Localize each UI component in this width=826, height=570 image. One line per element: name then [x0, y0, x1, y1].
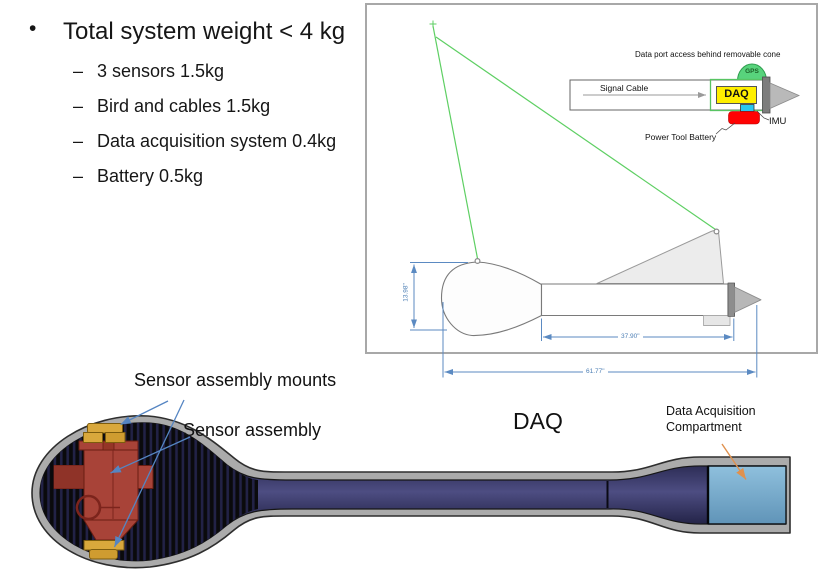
- daq-compartment: [707, 465, 787, 525]
- callout-arrow-assembly: [110, 436, 191, 474]
- imu-label: IMU: [769, 116, 787, 127]
- power-tool-battery-label: Power Tool Battery: [645, 132, 717, 142]
- callout-arrows: [110, 399, 747, 548]
- bullet-title: Total system weight < 4 kg: [24, 13, 345, 48]
- nose-cavity-ribs: [40, 422, 258, 561]
- signal-cable-label: Signal Cable: [600, 83, 649, 93]
- data-acquisition-compartment-label: Data Acquisition Compartment: [666, 404, 756, 435]
- battery-box: [728, 111, 760, 125]
- imu-box: [740, 104, 755, 112]
- bullet-item-daq-system: Data acquisition system 0.4kg: [73, 130, 345, 153]
- bullet-list: Total system weight < 4 kg 3 sensors 1.5…: [24, 13, 345, 200]
- daq-box: [716, 86, 757, 104]
- sensor-assembly-mounts-label: Sensor assembly mounts: [134, 370, 337, 390]
- bullet-item-battery: Battery 0.5kg: [73, 165, 345, 188]
- tow-cable-lines: [429, 20, 720, 265]
- bird-side-drawing: [440, 230, 762, 337]
- callout-arrow-compartment: [721, 443, 747, 480]
- skid-outline: [703, 315, 731, 326]
- tow-point-fin: [713, 228, 720, 235]
- bullet-sub-items: 3 sensors 1.5kg Bird and cables 1.5kg Da…: [73, 60, 345, 188]
- nose-band: [762, 76, 771, 114]
- dimension-total-length-label: 61.77": [583, 368, 608, 375]
- dimension-tube-length-label: 37.90": [618, 333, 643, 340]
- sensor-assembly: [53, 440, 154, 541]
- sensor-mount-top: [83, 423, 126, 443]
- imu-leader-line: [756, 110, 770, 121]
- callout-arrow-mount-bottom: [113, 399, 185, 548]
- daq-box-label: DAQ: [724, 88, 749, 100]
- bullet-item-sensors: 3 sensors 1.5kg: [73, 60, 345, 83]
- tail-band-outline: [727, 282, 735, 317]
- callout-arrow-mount-top: [120, 400, 169, 426]
- daq-section-label: DAQ: [513, 408, 563, 434]
- sensor-mount-bottom: [83, 540, 125, 560]
- data-port-caption: Data port access behind removable cone: [635, 50, 781, 59]
- bird-cross-section: [31, 415, 791, 569]
- bullet-item-bird-cables: Bird and cables 1.5kg: [73, 95, 345, 118]
- battery-leader-line: [715, 122, 736, 135]
- tow-point-nose: [474, 258, 481, 265]
- sensor-assembly-label: Sensor assembly: [183, 420, 322, 440]
- dimension-height-label: 13.98": [402, 283, 410, 302]
- tail-cone-outline: [734, 286, 762, 313]
- cable-schematic: [569, 63, 800, 135]
- gps-label: GPS: [745, 68, 759, 75]
- tube-outline: [540, 283, 729, 317]
- teardrop-outline: [440, 261, 543, 337]
- nose-cone: [769, 82, 800, 110]
